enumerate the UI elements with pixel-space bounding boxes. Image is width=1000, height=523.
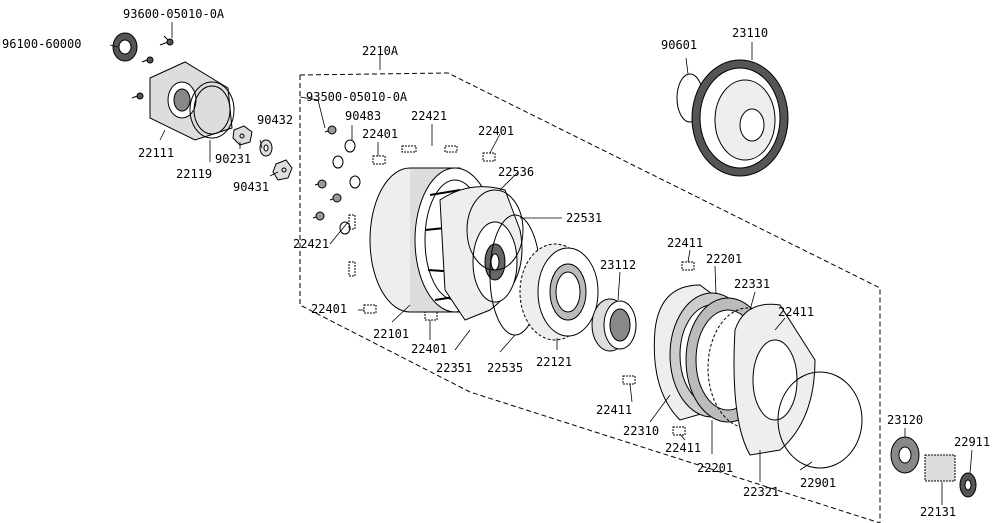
bearing-23112 [591, 298, 637, 352]
label-22331: 22331 [734, 277, 771, 291]
circlip-22536 [466, 189, 524, 271]
label-22131: 22131 [920, 505, 957, 519]
label-22411-d: 22411 [665, 441, 702, 455]
washer-90431 [272, 159, 293, 181]
label-22310: 22310 [623, 424, 660, 438]
pressure-plate-22351 [439, 186, 523, 321]
washers-90483 [332, 139, 361, 235]
label-90431: 90431 [233, 180, 270, 194]
label-93600: 93600-05010-0A [123, 7, 225, 21]
gasket-22119 [189, 81, 235, 139]
label-22411-c: 22411 [596, 403, 633, 417]
label-2210A: 2210A [362, 44, 399, 58]
label-23120: 23120 [887, 413, 924, 427]
label-23110: 23110 [732, 26, 769, 40]
bearing-96100 [112, 32, 138, 62]
bearing-23120 [890, 436, 920, 474]
label-22401-c: 22401 [311, 302, 348, 316]
bolts-93500 [312, 125, 342, 221]
label-96100: 96100-60000 [2, 37, 82, 51]
gear-23110 [691, 59, 789, 177]
label-22401-d: 22401 [411, 342, 448, 356]
label-22101: 22101 [373, 327, 410, 341]
label-90601: 90601 [661, 38, 698, 52]
label-22401-a: 22401 [362, 127, 399, 141]
label-22411-b: 22411 [778, 305, 815, 319]
leader-lines [109, 22, 973, 505]
washer-22911 [959, 472, 977, 498]
label-93500: 93500-05010-0A [306, 90, 408, 104]
assembly-boundary [299, 72, 881, 523]
label-22351: 22351 [436, 361, 473, 375]
label-22401-b: 22401 [478, 124, 515, 138]
label-23112: 23112 [600, 258, 637, 272]
label-22121: 22121 [536, 355, 573, 369]
label-22421-b: 22421 [293, 237, 330, 251]
label-22411-a: 22411 [667, 236, 704, 250]
snap-ring-22901 [777, 371, 863, 469]
end-plate-22321 [733, 303, 816, 456]
label-22201-a: 22201 [706, 252, 743, 266]
label-22911: 22911 [954, 435, 991, 449]
label-22119: 22119 [176, 167, 213, 181]
label-22531: 22531 [566, 211, 603, 225]
label-22321: 22321 [743, 485, 780, 499]
label-90231: 90231 [215, 152, 252, 166]
label-22201-b: 22201 [697, 461, 734, 475]
label-22111: 22111 [138, 146, 175, 160]
label-90432: 90432 [257, 113, 294, 127]
label-22536: 22536 [498, 165, 535, 179]
label-90483: 90483 [345, 109, 382, 123]
springs [348, 145, 699, 436]
label-22901: 22901 [800, 476, 837, 490]
washer-90432 [259, 139, 273, 157]
label-22421-a: 22421 [411, 109, 448, 123]
bolt-93600 [131, 35, 174, 104]
hub-22121 [519, 243, 599, 341]
lock-washer-90231 [232, 125, 253, 146]
needle-bearing-22131 [924, 454, 956, 482]
label-22535: 22535 [487, 361, 524, 375]
